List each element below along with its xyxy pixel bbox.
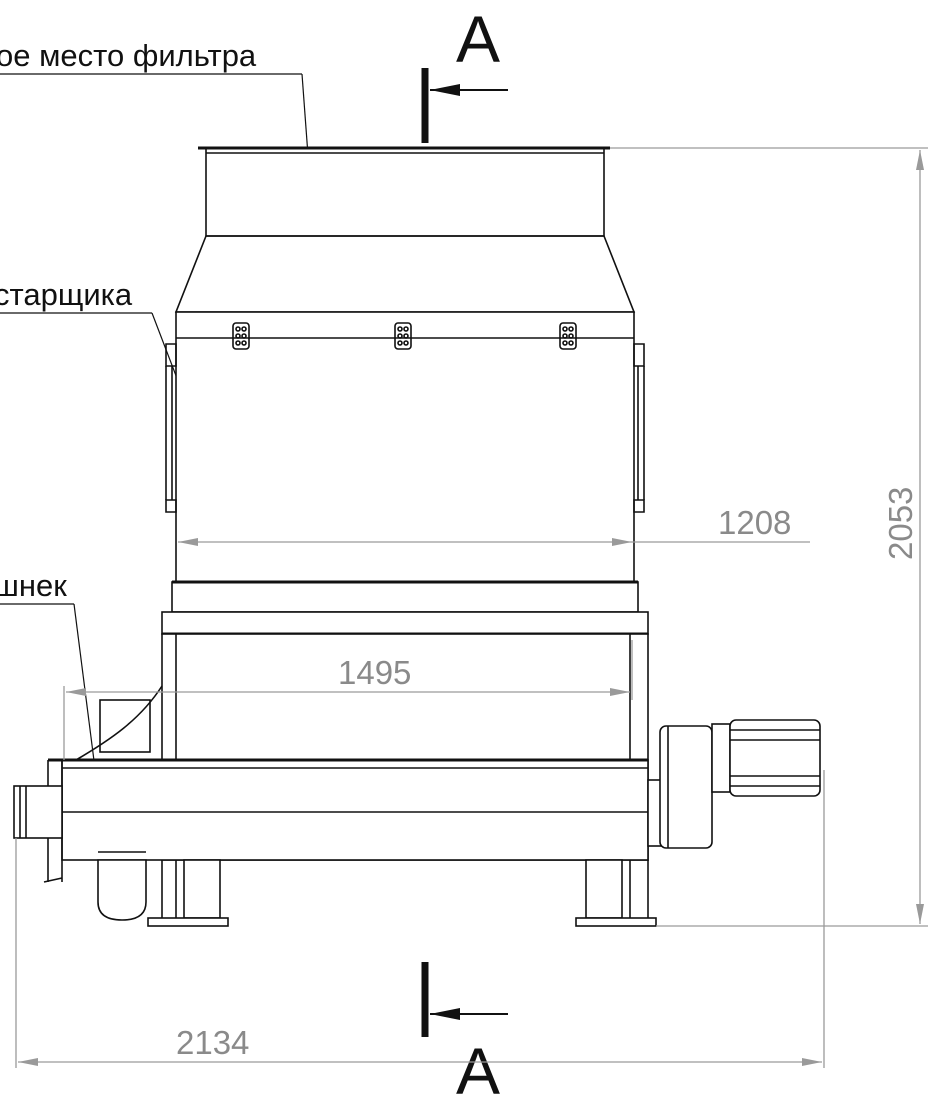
support-leg-right: [575, 859, 657, 927]
dimension-height-label: 2053: [882, 487, 919, 560]
section-marker-top: A: [421, 2, 508, 143]
dimension-width-upper: 1208: [178, 504, 810, 546]
transition-cone: [174, 235, 636, 313]
drive-motor: [647, 719, 821, 849]
dimension-height-total: 2053: [610, 147, 928, 927]
section-letter-bottom: A: [456, 1034, 500, 1102]
discharge-spout: [97, 851, 147, 921]
bolt-cluster-left: [232, 322, 250, 350]
bolt-cluster-right: [559, 322, 577, 350]
filter-mount: [198, 146, 610, 237]
callout-starter-label: старщика: [0, 277, 133, 312]
inlet-chute: [75, 685, 163, 761]
bolt-cluster-center: [394, 322, 412, 350]
section-marker-bottom: A: [421, 962, 508, 1102]
section-letter-top: A: [456, 2, 500, 76]
dimension-width-middle-label: 1495: [338, 654, 411, 691]
dimension-width-middle: 1495: [63, 640, 633, 760]
callout-filter-label: ое место фильтра: [0, 38, 257, 73]
auger-tube: [13, 758, 649, 883]
dimension-width-total: 2134: [15, 770, 825, 1068]
callout-auger-label: шнек: [0, 568, 67, 603]
dimension-width-upper-label: 1208: [718, 504, 791, 541]
support-leg-left: [147, 859, 229, 927]
hopper-body: [165, 311, 645, 583]
flange-band: [161, 580, 649, 636]
dimension-width-total-label: 2134: [176, 1024, 249, 1061]
callout-filter: ое место фильтра: [0, 38, 314, 199]
